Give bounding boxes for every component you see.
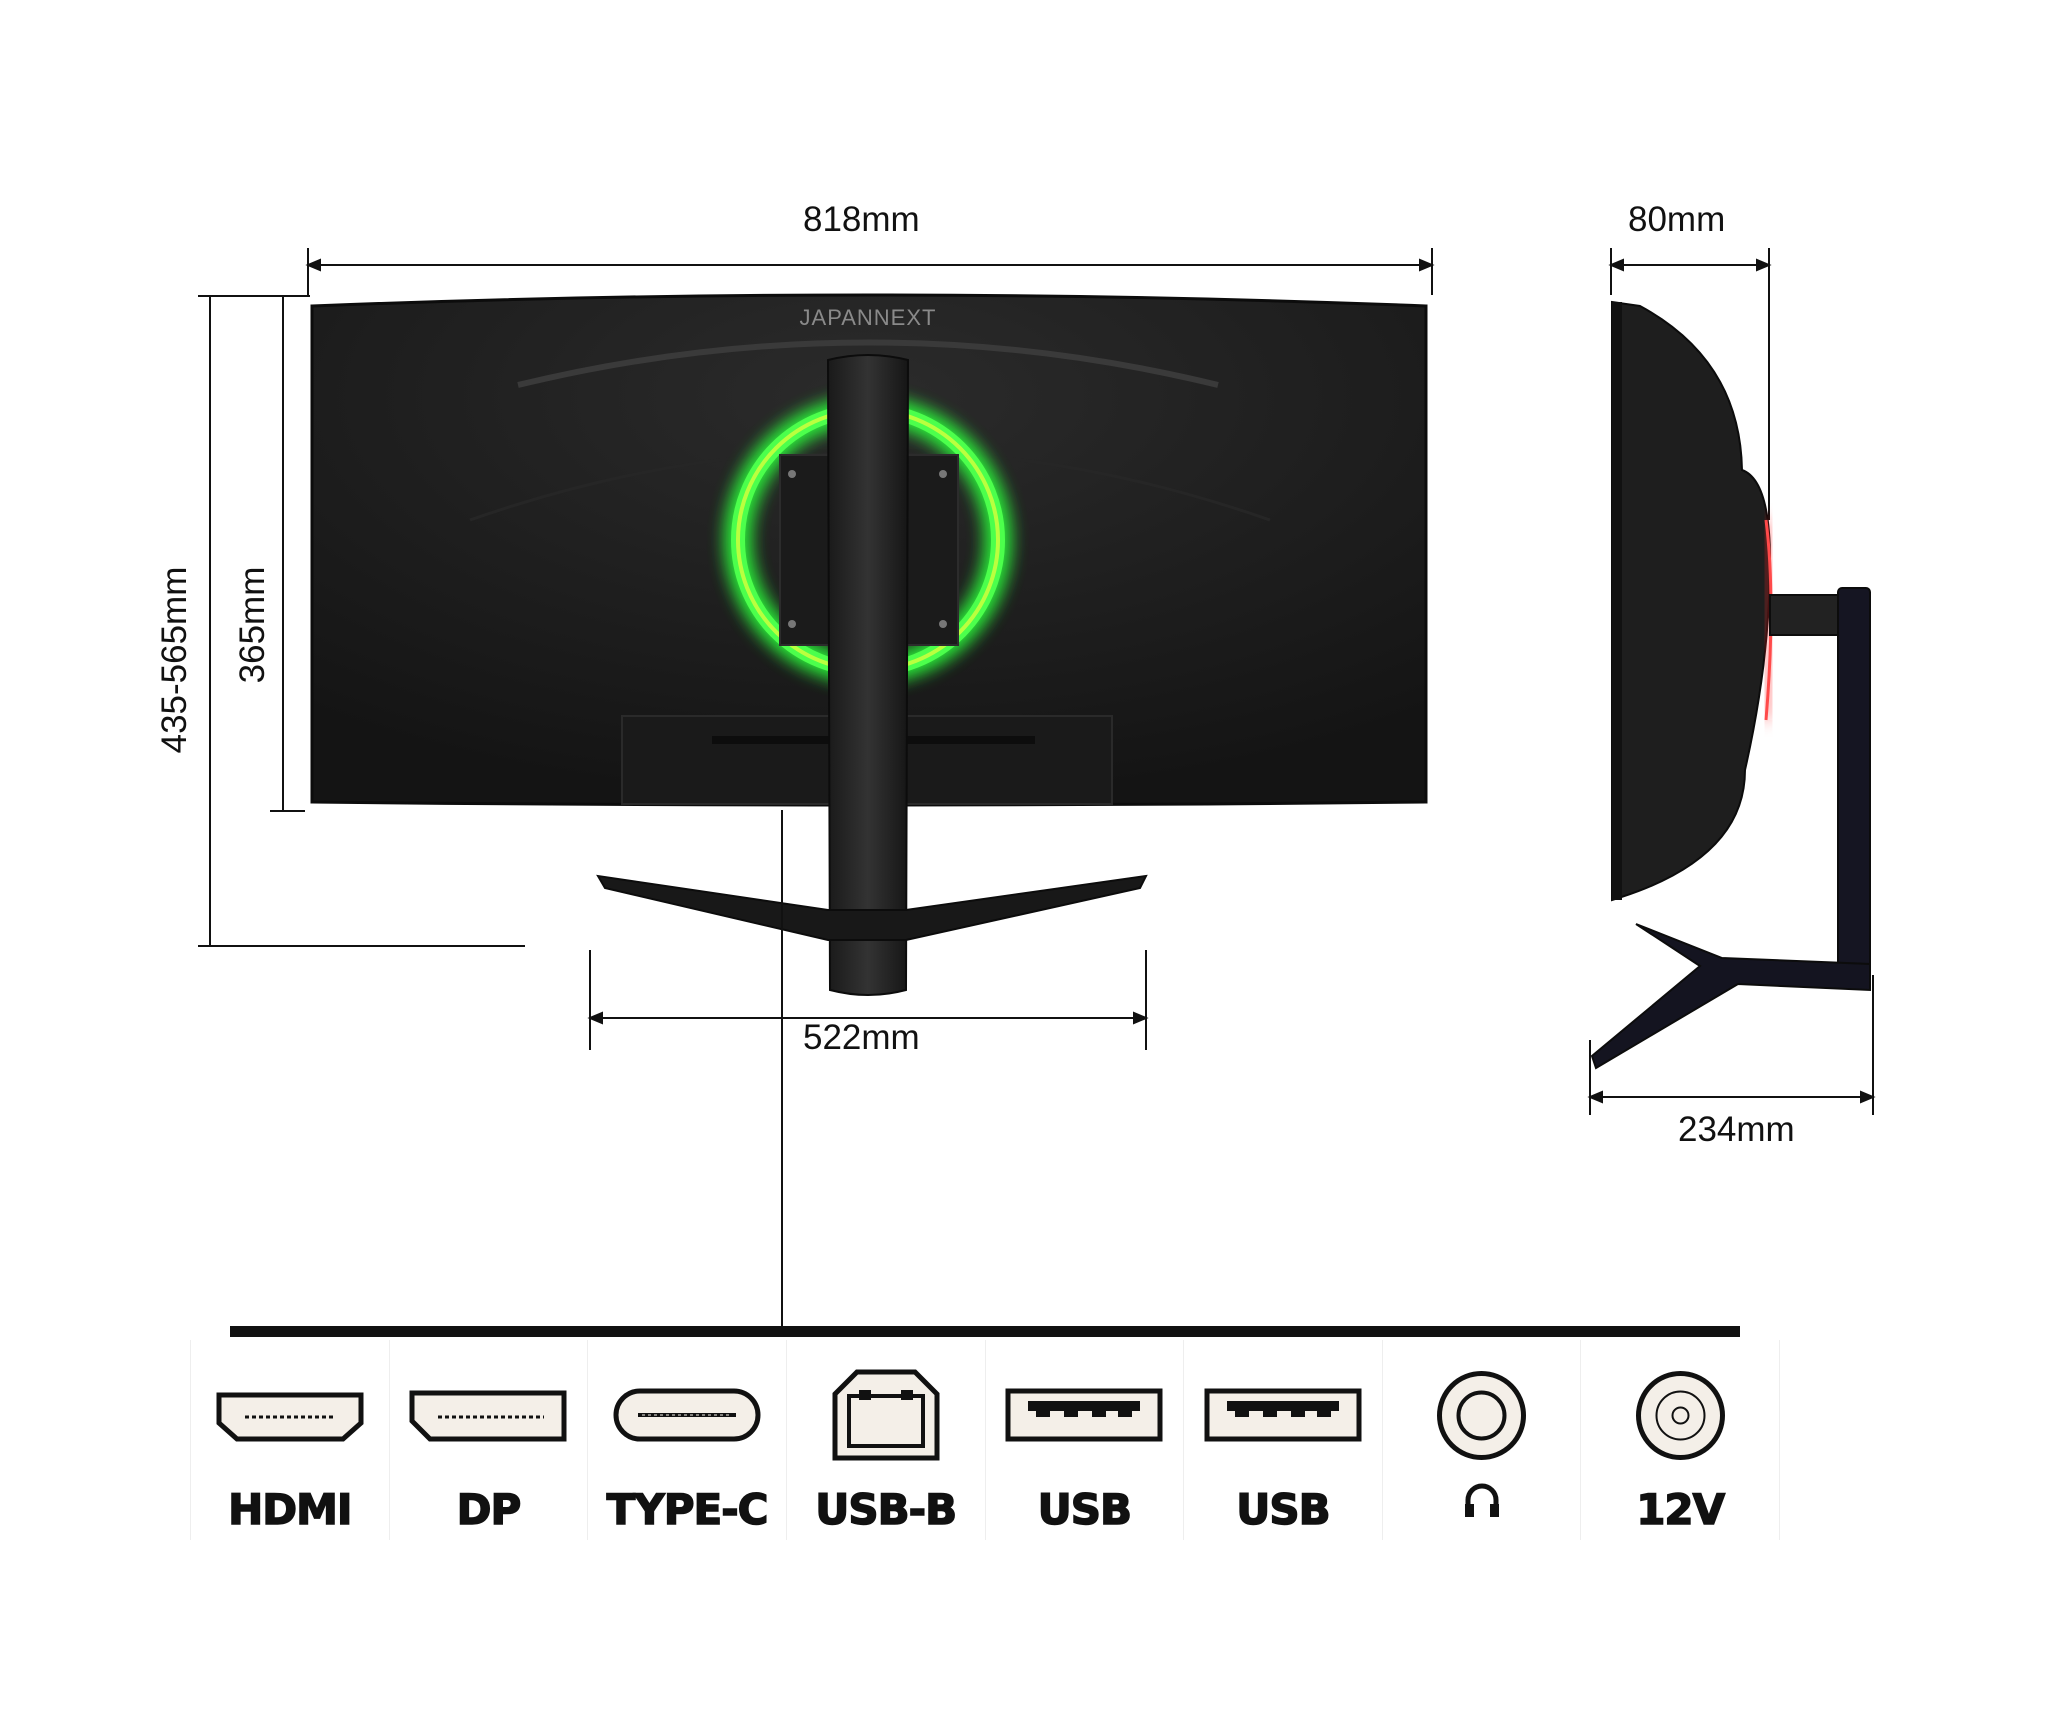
depth-dimension-line: [1608, 248, 1772, 520]
hdmi-port-icon: [191, 1360, 389, 1470]
port-label: TYPE-C: [606, 1484, 769, 1535]
side-hinge: [1769, 594, 1841, 636]
height-range-dimension-line: [198, 295, 525, 947]
port-usb-2: USB: [1184, 1340, 1383, 1540]
monitor-back-view: JAPANNEXT: [198, 248, 1435, 1330]
stand-depth-label: 234mm: [1678, 1110, 1795, 1149]
usb-b-port-icon: [787, 1360, 985, 1470]
stand-width-dimension-line: [587, 950, 1149, 1050]
audio-jack-icon: [1383, 1360, 1581, 1470]
port-strip: HDMI DP TYPE-C US: [190, 1340, 1780, 1540]
depth-label: 80mm: [1628, 200, 1726, 239]
usb-a-port-icon: [986, 1360, 1184, 1470]
port-label: 12V: [1635, 1484, 1725, 1535]
side-stand-post: [1837, 587, 1871, 989]
screen-height-dimension-line: [270, 296, 305, 812]
side-stand-base: [1590, 923, 1871, 1070]
monitor-side-view: [1587, 248, 1876, 1115]
port-type-c: TYPE-C: [588, 1340, 787, 1540]
displayport-icon: [390, 1360, 588, 1470]
port-dc-power: 12V: [1581, 1340, 1780, 1540]
width-label: 818mm: [803, 200, 920, 239]
side-panel: [1611, 300, 1772, 902]
port-label: DP: [456, 1484, 522, 1535]
port-audio: [1383, 1340, 1582, 1540]
screen-height-label: 365mm: [233, 566, 272, 684]
usb-type-c-icon: [588, 1360, 786, 1470]
stand-neck: [826, 354, 910, 996]
port-label: HDMI: [227, 1484, 353, 1535]
port-usb-b: USB-B: [787, 1340, 986, 1540]
port-label: USB: [1236, 1484, 1332, 1535]
stand-depth-dimension-line: [1587, 975, 1876, 1115]
brand-logo: JAPANNEXT: [800, 305, 937, 330]
usb-a-port-icon: [1184, 1360, 1382, 1470]
width-dimension-line: [305, 248, 1435, 295]
headphone-icon: [1383, 1480, 1581, 1530]
stand-base: [596, 874, 1148, 941]
port-bar: [230, 1326, 1740, 1337]
port-label: USB: [1037, 1484, 1133, 1535]
port-usb-1: USB: [986, 1340, 1185, 1540]
port-hdmi: HDMI: [190, 1340, 390, 1540]
port-label: USB-B: [815, 1484, 958, 1535]
body-seam: [517, 339, 1219, 388]
port-displayport: DP: [390, 1340, 589, 1540]
dc-power-jack-icon: [1581, 1360, 1779, 1470]
height-range-label: 435-565mm: [155, 566, 194, 754]
stand-width-label: 522mm: [803, 1018, 920, 1057]
